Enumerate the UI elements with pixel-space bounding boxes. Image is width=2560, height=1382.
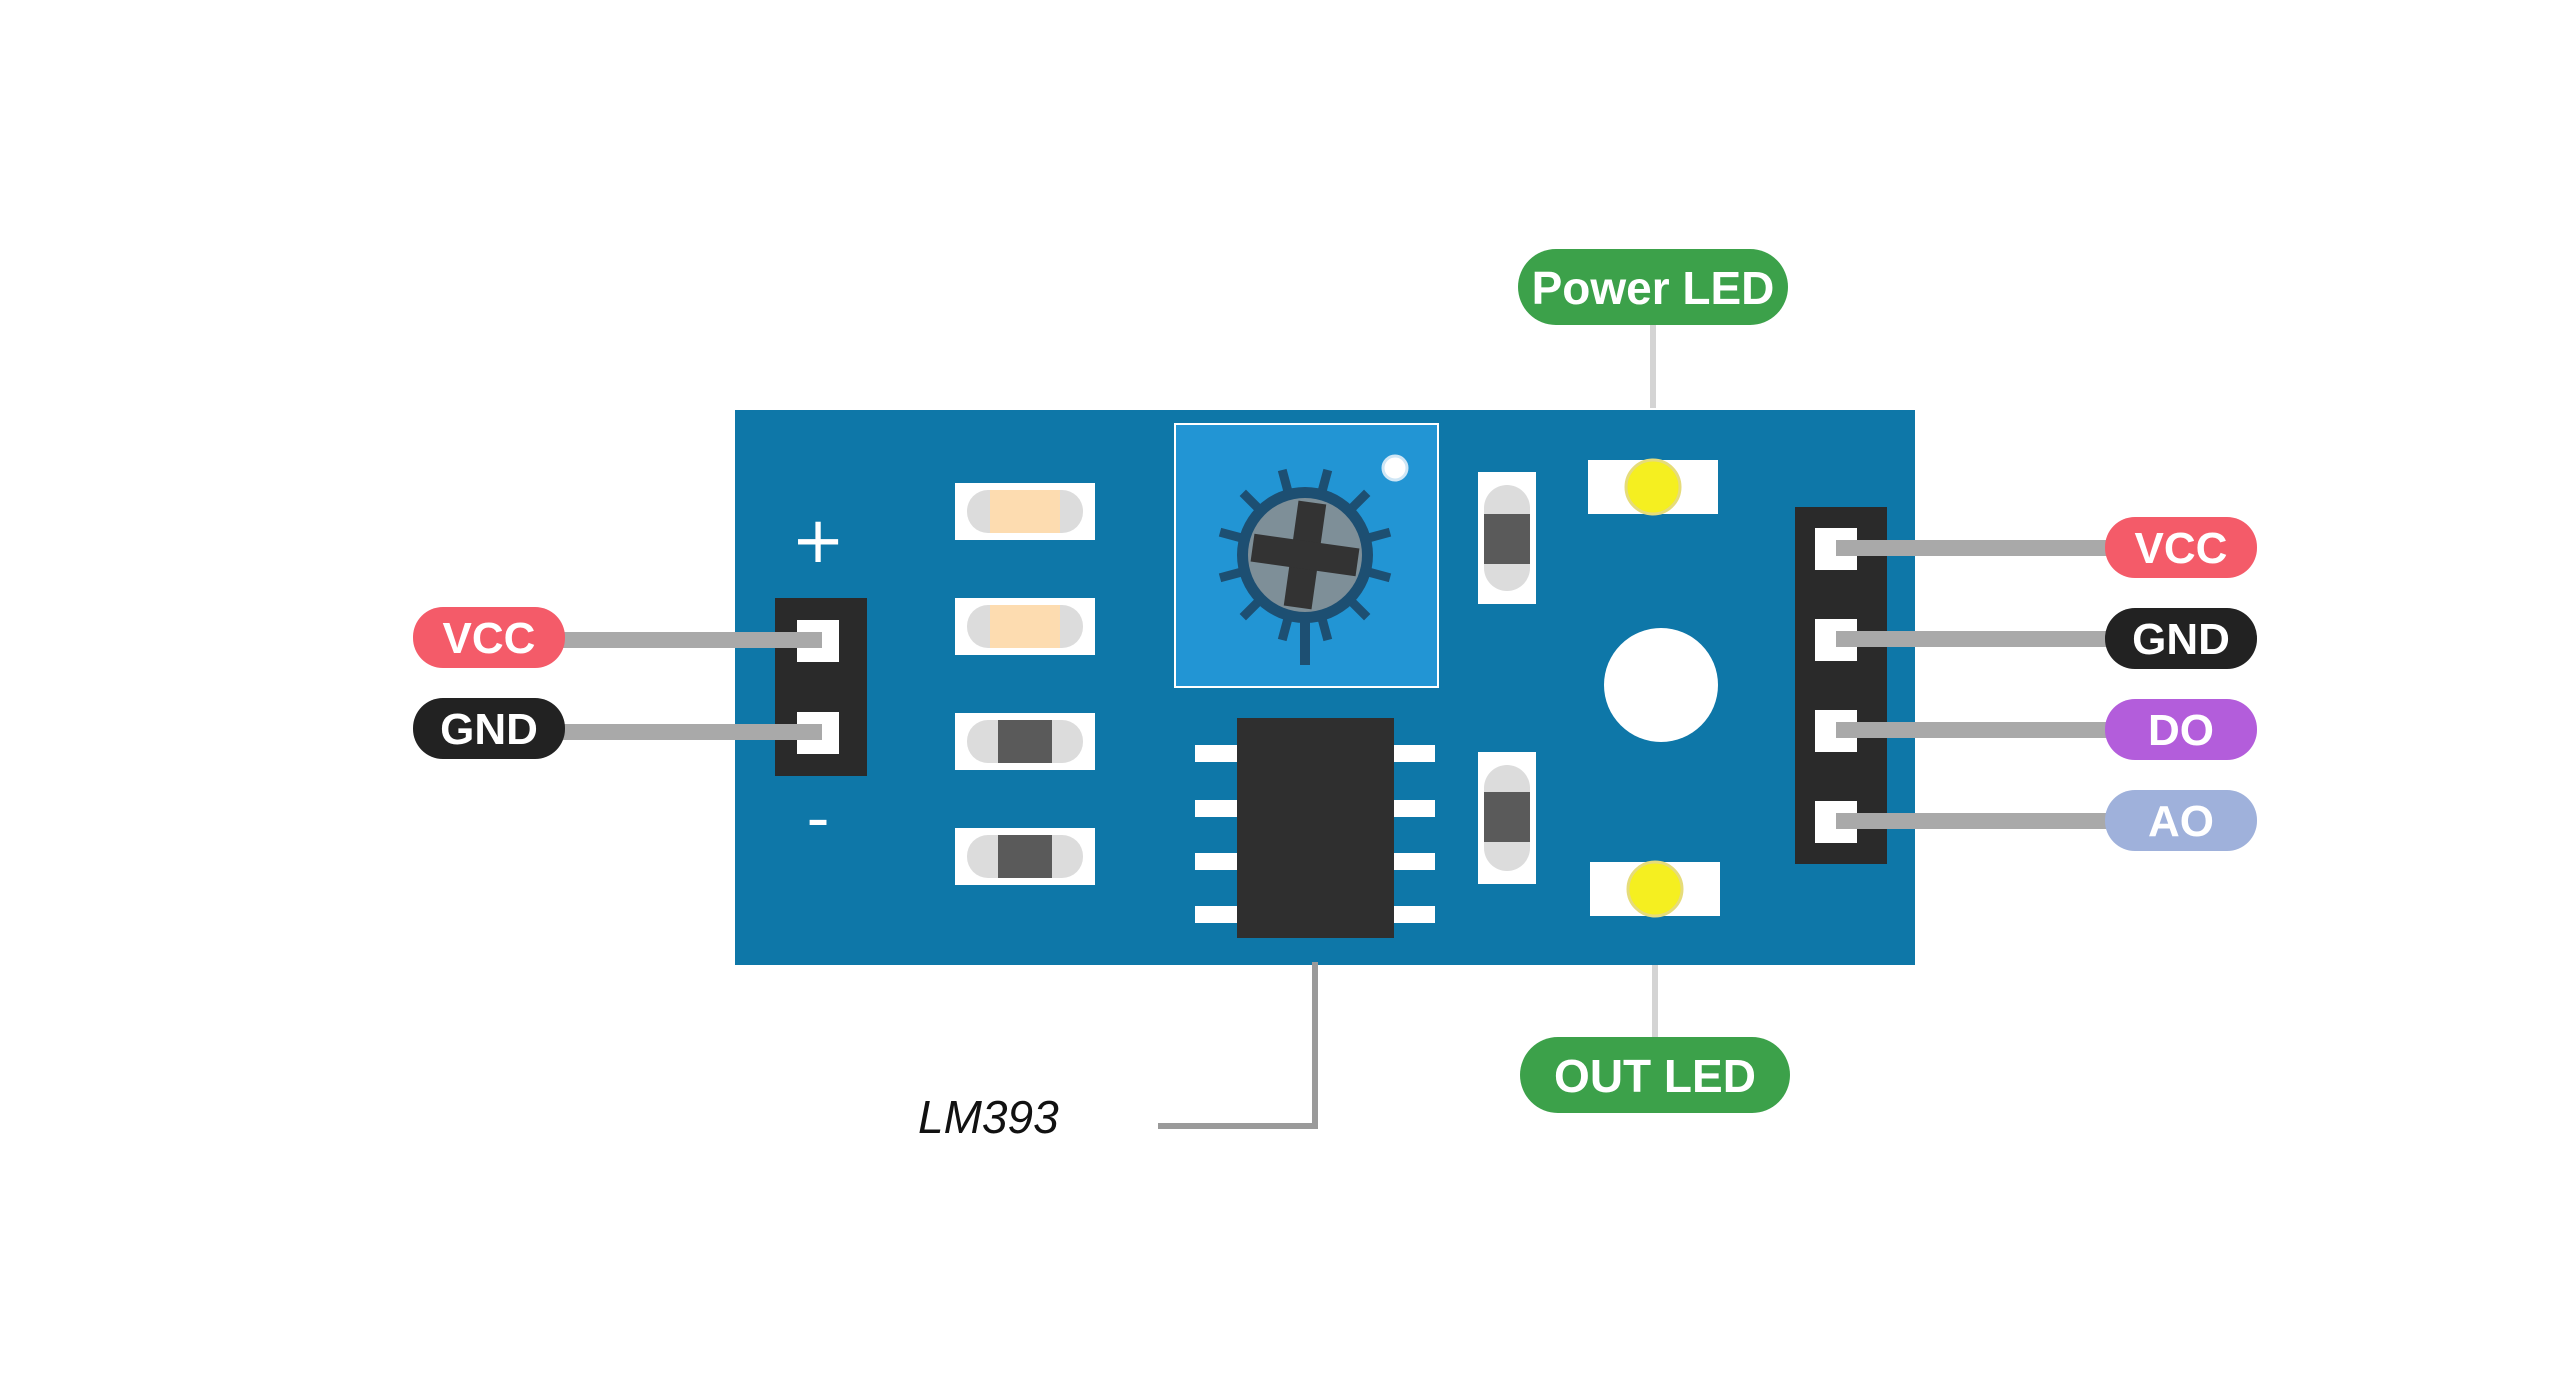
resistor-2 [955,598,1095,655]
right-label-ao-text: AO [2148,797,2214,846]
pot-tooth [1239,598,1262,621]
potentiometer [1174,423,1439,688]
pot-tooth [1218,527,1243,543]
plus-marking: + [791,504,845,578]
lm393-chip [1195,718,1435,938]
pot-tooth [1218,567,1243,583]
right-label-vcc: VCC [2105,517,2257,578]
power-led-label: Power LED [1518,249,1788,325]
right-wire-ao [1836,813,2130,829]
smd-capacitor-bottom [1478,752,1536,884]
out-led [1590,860,1720,918]
right-label-gnd-text: GND [2132,615,2230,664]
chip-label: LM393 [918,1091,1059,1143]
left-label-gnd: GND [413,698,565,759]
capacitor-1 [955,713,1095,770]
pot-tooth [1277,617,1293,642]
pot-tooth [1317,617,1333,642]
right-wire-gnd [1836,631,2130,647]
pot-tooth [1367,527,1392,543]
chip-leader [1158,962,1318,1129]
left-label-gnd-text: GND [440,705,538,754]
capacitor-2 [955,828,1095,885]
power-led-label-text: Power LED [1532,262,1775,314]
power-led [1588,458,1718,516]
left-label-vcc-text: VCC [443,614,536,663]
out-led-label: OUT LED [1520,1037,1790,1113]
right-label-gnd: GND [2105,608,2257,669]
left-wire-vcc [540,632,822,648]
pot-tooth [1317,468,1333,493]
pot-tooth [1367,567,1392,583]
out-led-label-text: OUT LED [1554,1050,1756,1102]
left-label-vcc: VCC [413,607,565,668]
right-wire-do [1836,722,2130,738]
pot-tooth [1239,489,1262,512]
smd-capacitor-top [1478,472,1536,604]
right-label-vcc-text: VCC [2135,524,2228,573]
right-label-ao: AO [2105,790,2257,851]
right-wire-vcc [1836,540,2130,556]
left-wire-gnd [540,724,822,740]
right-label-do: DO [2105,699,2257,760]
minus-marking: - [806,782,829,856]
pot-tooth [1348,598,1371,621]
pot-tooth [1277,468,1293,493]
pot-tooth [1348,489,1371,512]
pot-screw-cross-icon [1250,500,1360,610]
resistor-1 [955,483,1095,540]
right-label-do-text: DO [2148,706,2214,755]
mounting-hole [1604,628,1718,742]
